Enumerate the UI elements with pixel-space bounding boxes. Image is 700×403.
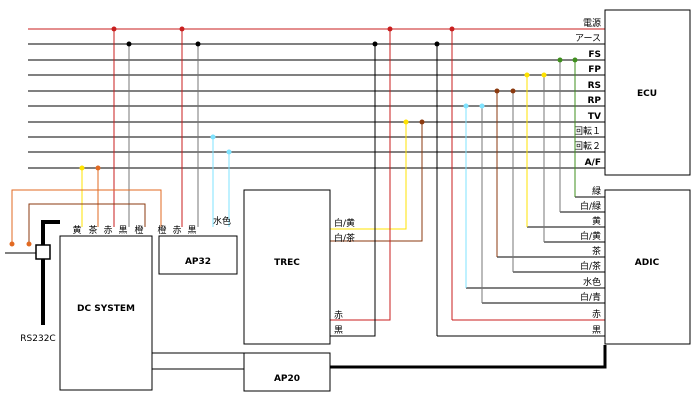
block-ap20: AP20 — [243, 352, 331, 392]
adic-label-green: 緑 — [592, 185, 601, 197]
ecu-label-rp: RP — [587, 96, 601, 106]
adic-label-red: 赤 — [592, 309, 601, 320]
dc-taps — [79, 26, 132, 227]
trec-labels: 白/黄 白/茶 赤 黒 — [334, 217, 355, 336]
dc-system-title: DC SYSTEM — [77, 304, 135, 314]
svg-text:黒: 黒 — [334, 325, 343, 336]
svg-text:黄: 黄 — [72, 224, 81, 236]
ecu-title: ECU — [637, 89, 657, 99]
adic-input-labels: 緑 白/緑 黄 白/黄 茶 白/茶 水色 白/青 赤 黒 — [580, 185, 601, 336]
svg-text:水色: 水色 — [213, 215, 231, 227]
ecu-label-tv: TV — [588, 112, 601, 122]
ecu-label-rev2: 回転２ — [574, 141, 601, 152]
adic-label-lightblue: 水色 — [583, 276, 601, 288]
ecu-label-rev1: 回転１ — [574, 126, 601, 137]
ecu-signal-labels: 電源 アース FS FP RS RP TV 回転１ 回転２ A/F — [574, 18, 601, 168]
svg-text:赤: 赤 — [172, 225, 181, 236]
adic-label-yellow: 黄 — [592, 215, 601, 227]
ecu-label-fp: FP — [588, 65, 601, 75]
dc-pin-labels: 黄 茶 赤 黒 橙 — [72, 224, 143, 236]
adic-tap-dots — [434, 26, 578, 109]
rs232c-label: RS232C — [20, 334, 55, 344]
trec-taps — [330, 26, 425, 337]
svg-text:白/茶: 白/茶 — [334, 232, 355, 244]
bus-cable — [35, 220, 607, 370]
adic-label-brown: 茶 — [592, 245, 601, 257]
ecu-signal-lines — [28, 28, 605, 169]
ecu-label-fs: FS — [588, 50, 601, 60]
svg-text:赤: 赤 — [334, 310, 343, 321]
ecu-label-ground: アース — [575, 34, 601, 44]
ecu-label-af: A/F — [585, 158, 601, 168]
adic-label-white-yellow: 白/黄 — [580, 230, 601, 242]
block-dc-system: DC SYSTEM — [59, 235, 153, 391]
svg-text:赤: 赤 — [103, 225, 112, 236]
ap20-title: AP20 — [274, 374, 300, 384]
svg-text:橙: 橙 — [134, 224, 143, 236]
adic-label-white-green: 白/緑 — [580, 200, 601, 212]
adic-title: ADIC — [635, 258, 660, 268]
svg-text:黒: 黒 — [187, 225, 196, 236]
ecu-label-rs: RS — [588, 81, 601, 91]
adic-input-lines — [437, 196, 605, 337]
rs232c-connector — [35, 244, 51, 260]
svg-text:黒: 黒 — [118, 225, 127, 236]
ecu-label-power: 電源 — [583, 18, 601, 29]
adic-label-black: 黒 — [592, 325, 601, 336]
block-ecu: ECU — [604, 9, 691, 176]
adic-taps — [436, 29, 576, 336]
block-trec: TREC — [243, 189, 331, 345]
ap32-pin-labels: 橙 赤 黒 水色 — [157, 215, 231, 236]
svg-text:橙: 橙 — [157, 224, 166, 236]
block-adic: ADIC — [604, 189, 691, 345]
ap32-taps — [179, 26, 232, 227]
svg-text:茶: 茶 — [88, 224, 97, 236]
ap32-title: AP32 — [185, 257, 211, 267]
rs232c-loops — [5, 189, 162, 254]
adic-label-white-brown: 白/茶 — [580, 260, 601, 272]
adic-label-white-blue: 白/青 — [580, 291, 601, 303]
trec-title: TREC — [274, 258, 300, 268]
svg-text:白/黄: 白/黄 — [334, 217, 355, 229]
block-ap32: AP32 — [158, 235, 238, 275]
